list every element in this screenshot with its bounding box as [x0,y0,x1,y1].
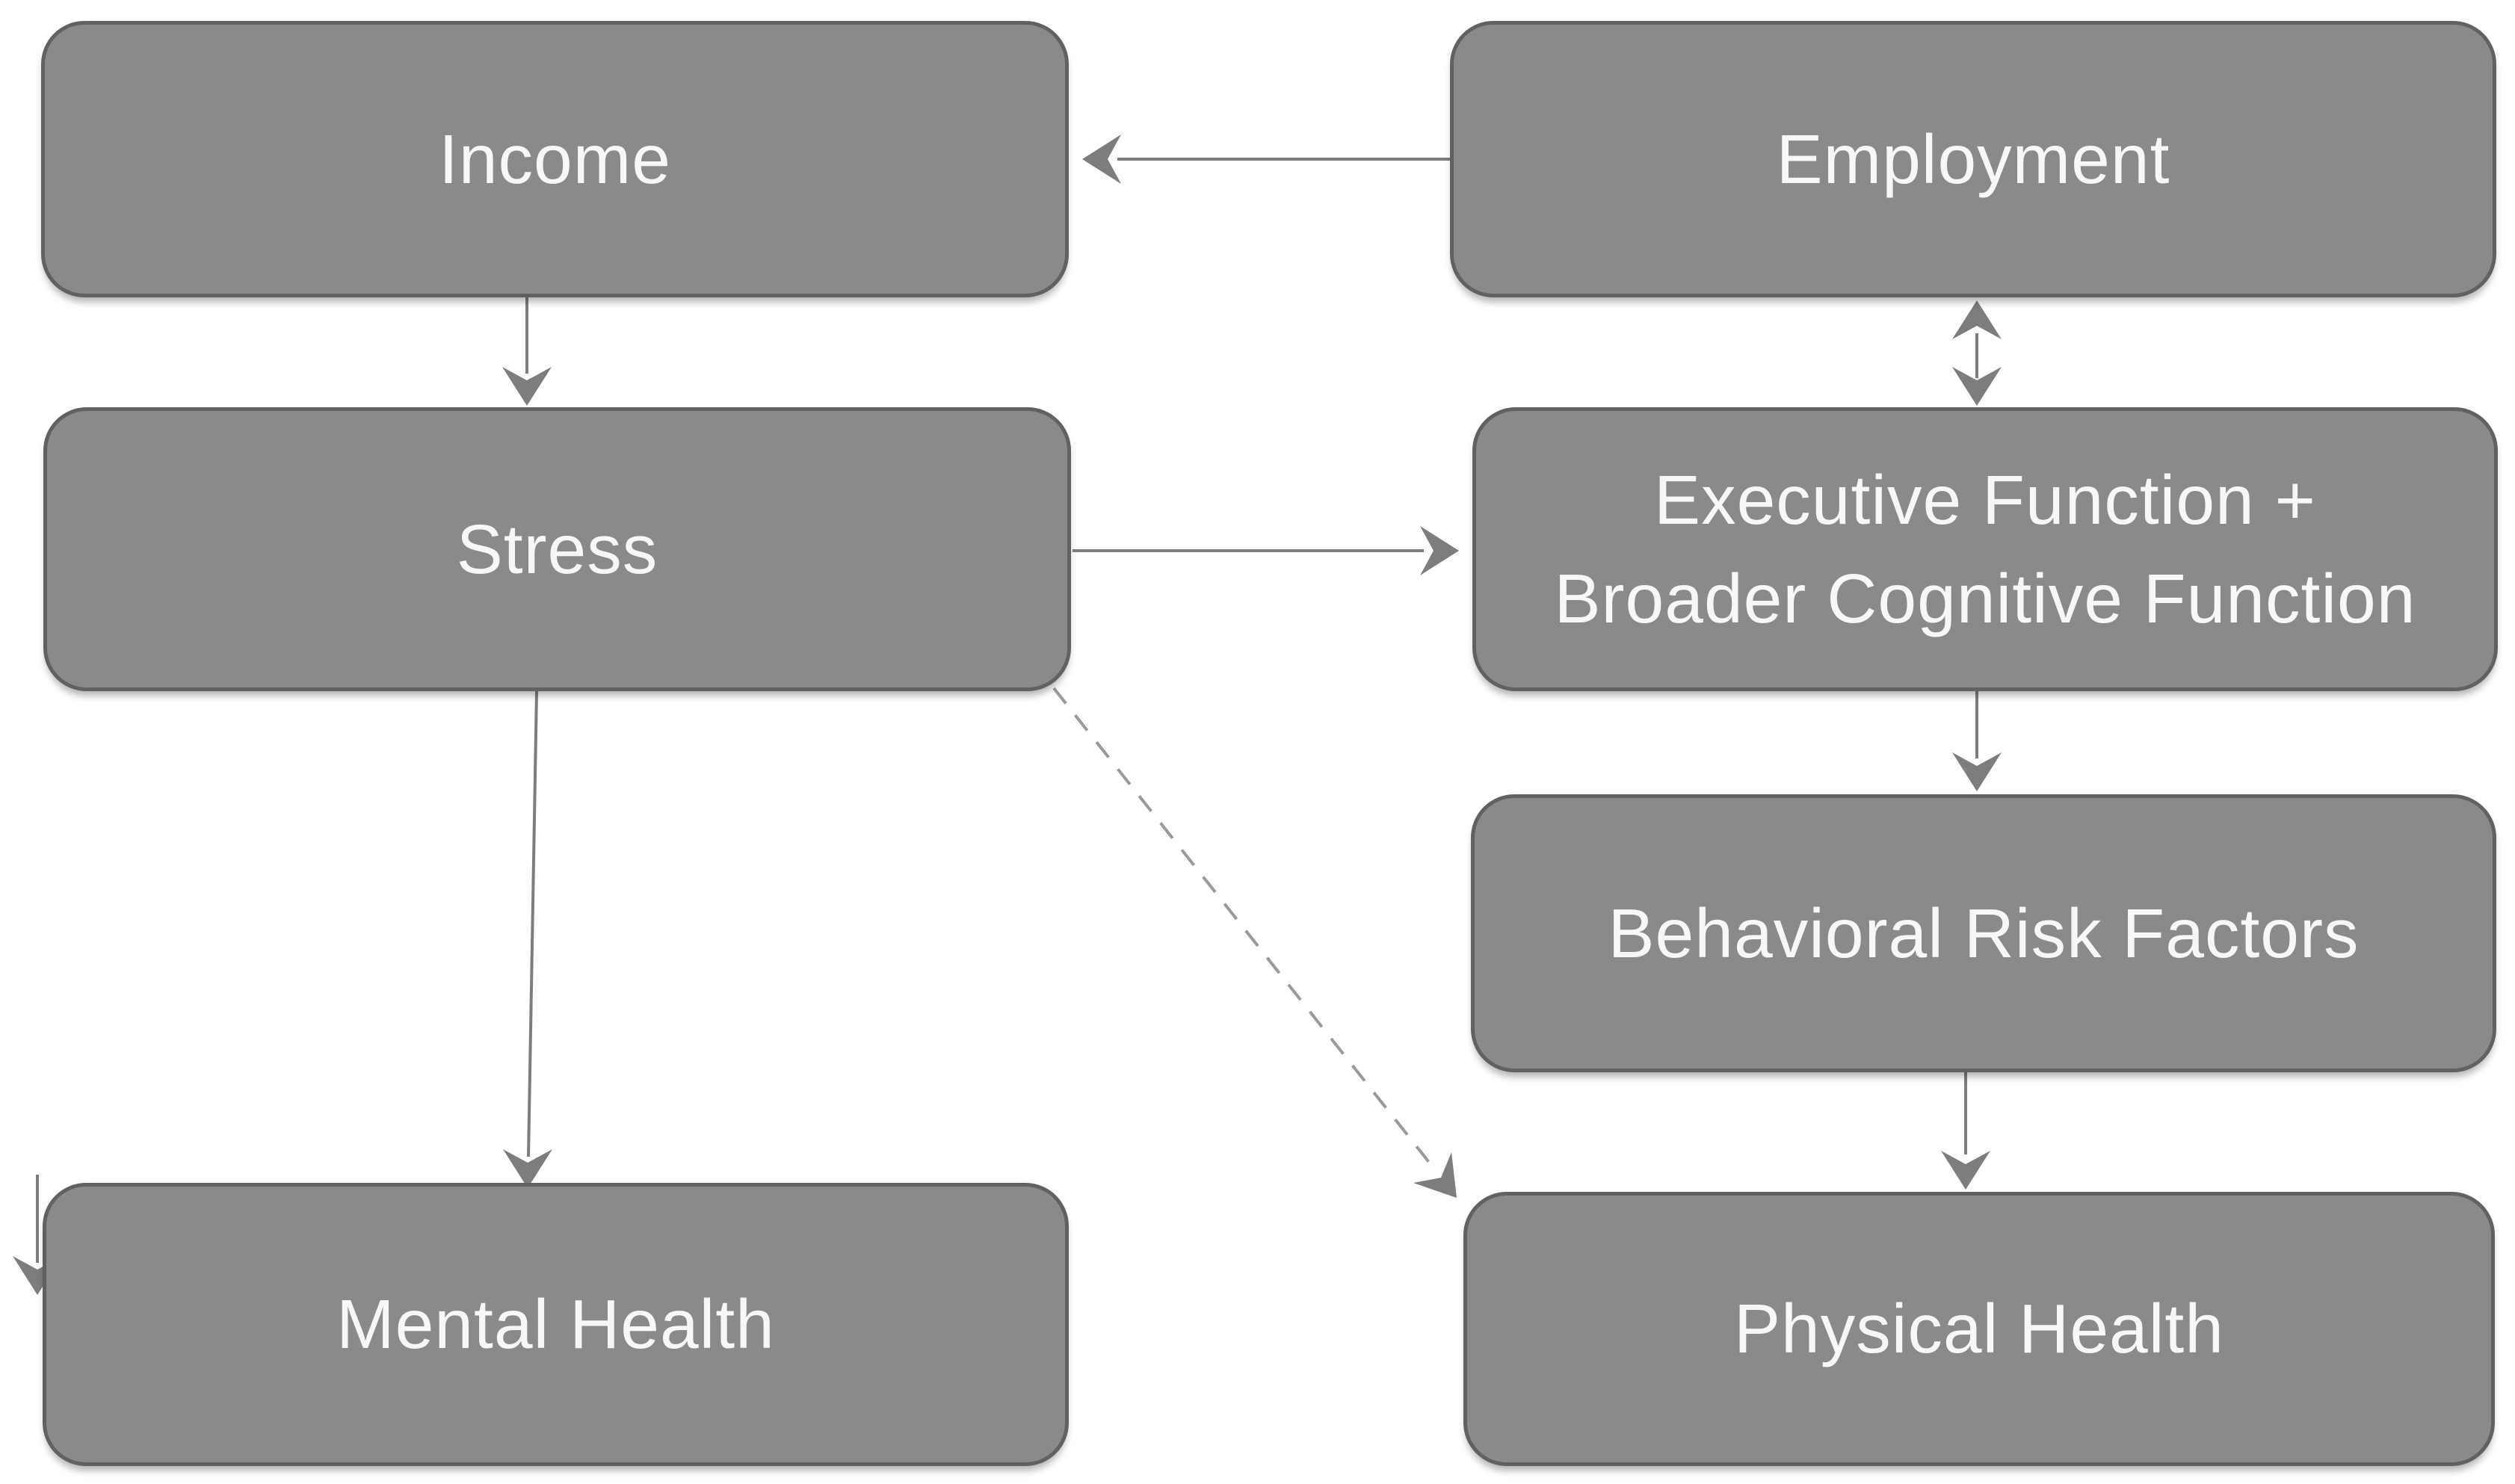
node-behavioral-risk-factors-label: Behavioral Risk Factors [1608,894,2360,972]
arrow-behavioral-risk-factors-to-physical-health [1941,1072,1990,1190]
arrow-stress-to-mental-health [503,690,552,1188]
arrow-executive-function-to-behavioral-risk-factors [1952,691,2002,791]
node-income-label: Income [439,120,671,198]
arrow-employment-to-income [1082,135,1450,184]
node-mental-health-label: Mental Health [336,1285,775,1364]
arrow-income-to-stress [502,297,552,406]
node-stress: Stress [43,407,1071,691]
node-income: Income [41,21,1069,297]
node-employment-label: Employment [1776,120,2170,198]
arrow-stress-to-physical-health-dashed [1052,687,1457,1198]
node-physical-health-label: Physical Health [1734,1290,2224,1368]
node-executive-function: Executive Function + Broader Cognitive F… [1472,407,2498,691]
node-behavioral-risk-factors: Behavioral Risk Factors [1471,794,2496,1072]
node-mental-health: Mental Health [43,1183,1069,1466]
node-executive-function-label: Executive Function + Broader Cognitive F… [1554,460,2416,637]
node-physical-health: Physical Health [1463,1192,2495,1466]
arrow-stress-to-executive-function [1073,526,1459,575]
node-stress-label: Stress [456,510,658,588]
arrow-employment-executive-function-two-way [1952,300,2002,406]
node-employment: Employment [1450,21,2496,297]
